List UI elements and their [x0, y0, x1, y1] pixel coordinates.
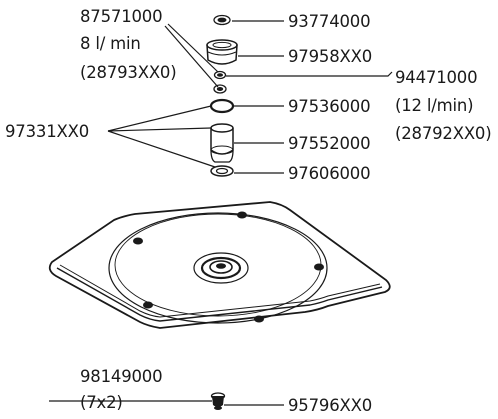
label-87571000: 87571000: [80, 7, 162, 26]
part-97958xx0: [206, 39, 238, 65]
label-97331xx0: 97331XX0: [5, 122, 89, 141]
label-87571000-flow: 8 l/ min: [80, 34, 141, 53]
part-95796xx0: [210, 392, 226, 410]
label-97552000: 97552000: [288, 134, 370, 153]
label-95796xx0: 95796XX0: [288, 396, 372, 415]
part-97552000: [210, 123, 234, 163]
part-94471000: [213, 70, 227, 80]
label-97606000: 97606000: [288, 164, 370, 183]
part-97606000: [210, 165, 234, 177]
label-98149000: 98149000: [80, 367, 162, 386]
label-87571000-alt: (28793XX0): [80, 63, 176, 82]
label-94471000-flow: (12 l/min): [395, 96, 473, 115]
label-97958xx0: 97958XX0: [288, 47, 372, 66]
part-93774000: [213, 14, 231, 26]
label-98149000-qty: (7x2): [80, 393, 123, 412]
label-97536000: 97536000: [288, 97, 370, 116]
leader-lines: [49, 20, 393, 406]
label-93774000: 93774000: [288, 12, 370, 31]
label-94471000: 94471000: [395, 68, 477, 87]
shower-plate: [48, 201, 391, 329]
part-97536000: [209, 98, 235, 114]
label-94471000-alt: (28792XX0): [395, 124, 491, 143]
part-87571000: [213, 84, 227, 94]
